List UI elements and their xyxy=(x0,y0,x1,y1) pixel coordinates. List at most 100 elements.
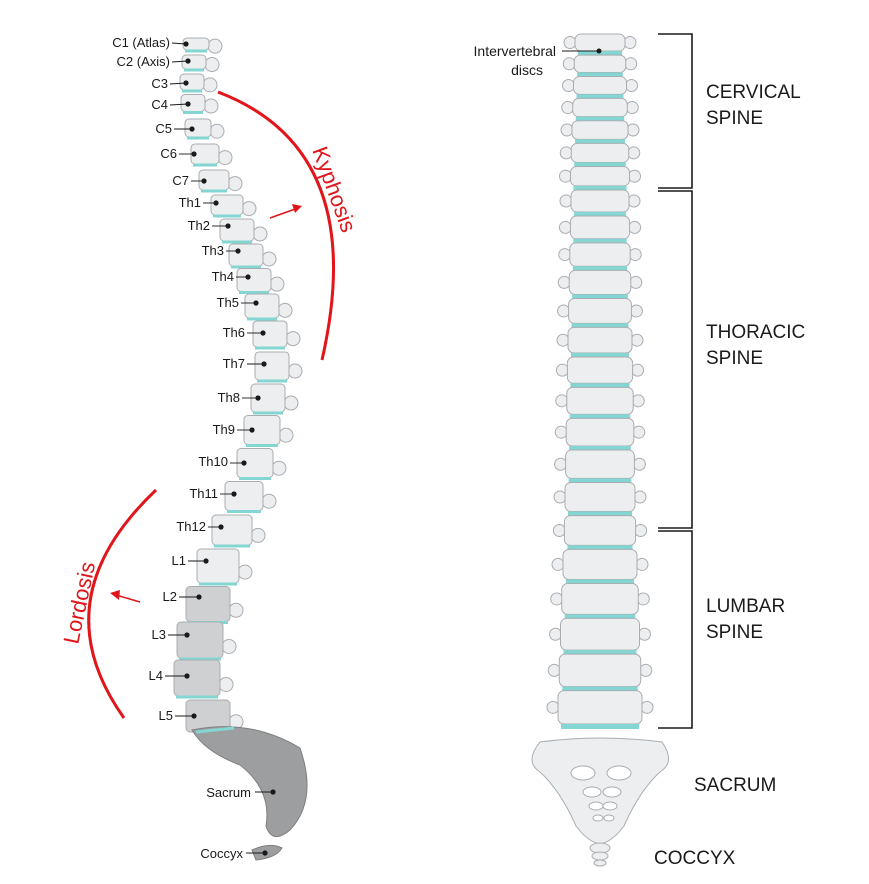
process-th11 xyxy=(261,493,277,509)
front-process-left-7 xyxy=(559,194,573,208)
dot-c1 xyxy=(183,41,189,47)
front-process-left-8 xyxy=(558,220,572,234)
front-vertebra-5 xyxy=(570,142,630,163)
vertebra-l3 xyxy=(176,621,224,659)
front-process-left-5 xyxy=(559,146,573,160)
front-process-left-0 xyxy=(563,36,577,50)
process-th10 xyxy=(271,460,287,476)
front-vertebra-14 xyxy=(566,386,634,415)
front-disc-11 xyxy=(571,323,629,329)
front-vertebra-0 xyxy=(574,33,626,52)
front-disc-16 xyxy=(568,478,632,484)
dot-c6 xyxy=(191,151,197,157)
label-l3: L3 xyxy=(152,627,166,642)
front-disc-13 xyxy=(570,383,630,389)
region-brackets xyxy=(658,33,693,729)
front-process-right-10 xyxy=(629,275,643,289)
front-process-right-8 xyxy=(628,220,642,234)
lumbar-label-line1: LUMBAR xyxy=(706,596,785,617)
label-c2: C2 (Axis) xyxy=(117,54,170,69)
coccyx-label: COCCYX xyxy=(654,848,736,869)
front-process-left-18 xyxy=(552,523,566,537)
vertebra-c4 xyxy=(180,94,206,112)
front-process-right-6 xyxy=(628,169,641,183)
leader-c2 xyxy=(171,60,189,63)
sacral-foramen-5 xyxy=(602,801,618,811)
front-disc-18 xyxy=(567,545,633,551)
dot-l3 xyxy=(184,632,190,638)
dot-c4 xyxy=(185,101,191,107)
process-th7 xyxy=(287,363,303,379)
label-th12: Th12 xyxy=(176,519,206,534)
front-process-left-6 xyxy=(559,169,572,183)
vertebra-th5 xyxy=(244,293,280,319)
sacral-foramen-0 xyxy=(570,765,596,781)
side-leader-lines xyxy=(165,41,276,856)
sacrum-side xyxy=(191,726,308,837)
label-coccyx: Coccyx xyxy=(200,846,243,861)
leader-c3 xyxy=(169,82,187,85)
front-vertebra-13 xyxy=(566,356,634,384)
dot-th12 xyxy=(218,524,224,530)
process-c7 xyxy=(227,176,243,192)
label-c5: C5 xyxy=(155,121,172,136)
front-process-left-23 xyxy=(546,700,560,714)
front-process-left-2 xyxy=(562,78,575,92)
label-c7: C7 xyxy=(172,173,189,188)
lordosis-label: Lordosis xyxy=(58,560,100,647)
vertebra-l4 xyxy=(173,659,221,697)
leader-c4 xyxy=(169,103,189,106)
front-process-right-13 xyxy=(631,363,645,377)
dot-th7 xyxy=(261,361,267,367)
process-th6 xyxy=(285,331,301,347)
vertebra-th3 xyxy=(228,243,264,267)
dot-c2 xyxy=(185,58,191,64)
kyphosis-arc xyxy=(217,90,335,361)
front-vertebra-8 xyxy=(569,215,631,240)
front-vertebra-4 xyxy=(571,120,629,140)
dot-th9 xyxy=(249,427,255,433)
front-vertebra-11 xyxy=(568,298,632,324)
lordosis-arc xyxy=(87,488,158,719)
front-process-left-13 xyxy=(555,363,569,377)
process-th8 xyxy=(283,395,299,411)
cervical-bracket xyxy=(658,33,693,189)
front-disc-9 xyxy=(572,266,628,272)
dot-th1 xyxy=(213,200,219,206)
sacral-foramen-6 xyxy=(592,814,604,822)
front-vertebra-9 xyxy=(569,242,631,267)
thoracic-bracket xyxy=(658,190,693,529)
process-th5 xyxy=(277,302,293,318)
label-th6: Th6 xyxy=(223,325,245,340)
process-c4 xyxy=(203,98,219,114)
process-th3 xyxy=(261,251,277,267)
front-disc-19 xyxy=(566,579,634,585)
label-th11: Th11 xyxy=(189,486,218,501)
kyphosis-arrowhead xyxy=(292,204,302,213)
label-th4: Th4 xyxy=(212,269,234,284)
thoracic-label-line1: THORACIC xyxy=(706,322,805,343)
front-process-right-4 xyxy=(626,123,640,137)
front-vertebra-7 xyxy=(570,189,630,213)
label-th7: Th7 xyxy=(223,356,245,371)
front-vertebra-3 xyxy=(572,97,628,118)
sacral-foramen-1 xyxy=(606,765,632,781)
front-vertebra-2 xyxy=(573,76,627,95)
dot-c3 xyxy=(183,80,189,86)
dot-c7 xyxy=(201,178,207,184)
label-l4: L4 xyxy=(149,668,163,683)
vertebra-th6 xyxy=(252,320,288,348)
front-process-right-22 xyxy=(639,663,653,677)
vertebra-th2 xyxy=(219,218,255,242)
front-process-right-1 xyxy=(624,57,638,71)
front-process-right-19 xyxy=(635,557,649,571)
front-disc-2 xyxy=(576,94,624,100)
process-th1 xyxy=(241,201,257,217)
label-th2: Th2 xyxy=(188,218,210,233)
front-vertebra-21 xyxy=(560,617,640,651)
sacral-foramen-7 xyxy=(603,814,615,822)
vertebra-th7 xyxy=(254,351,290,381)
front-process-left-14 xyxy=(555,394,569,408)
label-th10: Th10 xyxy=(198,454,228,469)
